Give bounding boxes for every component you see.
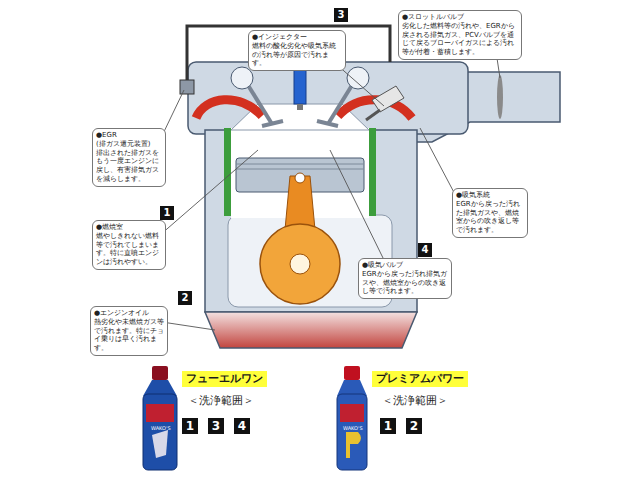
callout-text: 燃やしきれない燃料等で汚れてしまいます。特に直噴エンジンは汚れやすい。 (96, 232, 162, 267)
valve-stem (246, 82, 272, 124)
callout-heading: ●インジェクター (252, 33, 342, 42)
leader-line (160, 150, 258, 235)
bottle-body (143, 394, 177, 470)
cylinder-head (188, 62, 468, 134)
camshaft (347, 67, 369, 89)
product-name: プレミアムパワー (372, 371, 468, 387)
bottle-logo (346, 432, 361, 458)
crankshaft (260, 224, 340, 304)
callout-heading: ●エンジンオイル (94, 309, 164, 318)
callout-number: 1 (160, 206, 174, 220)
callout-box: ●EGR(排ガス還元装置)排出された排ガスをもう一度エンジンに戻し、有害排気ガス… (92, 128, 166, 187)
callout-text: (排ガス還元装置) (96, 140, 162, 149)
product-bottle (143, 366, 367, 470)
piston-ring (236, 164, 364, 165)
callout-box: ●吸気バルブEGRから戻った汚れ排気ガスや、燃焼室からの吹き返し等で汚れます。 (358, 258, 452, 299)
bottle-label (146, 404, 174, 422)
oil-pan (205, 312, 417, 348)
valve-stem (328, 82, 354, 124)
callout-number: 4 (234, 418, 250, 434)
callout-box: ●スロットルバルブ劣化した燃料等の汚れや、EGRから戻される排気ガス、PCVバル… (398, 10, 522, 60)
cylinder-liner (224, 128, 231, 216)
range-label: ＜洗浄範囲＞ (188, 394, 254, 407)
callout-text: EGRから戻った汚れ排気ガスや、燃焼室からの吹き返し等で汚れます。 (362, 270, 448, 296)
callout-number: 3 (208, 418, 224, 434)
callout-text: EGRから戻った汚れた排気ガスや、燃焼室からの吹き返し等で汚れます。 (456, 200, 524, 235)
cylinder-liner (369, 128, 376, 216)
bottle-cap (152, 366, 168, 380)
callout-heading: ●吸気バルブ (362, 261, 448, 270)
callout-text: 劣化した燃料等の汚れや、EGRから戻される排気ガス、PCVバルブを通じて戻るブロ… (402, 22, 518, 57)
brand-label: WAKO'S (343, 426, 363, 431)
callout-number: 1 (182, 418, 198, 434)
throttle-valve (497, 75, 503, 119)
bottle-logo (152, 430, 168, 458)
piston-pin (295, 173, 305, 183)
brand-label: WAKO'S (151, 426, 171, 431)
leader-line (162, 322, 215, 330)
bottle-cap (344, 366, 360, 380)
callout-box: ●エンジンオイル熱劣化や未燃焼ガス等で汚れます。特にチョイ乗りは早く汚れます。 (90, 306, 168, 356)
callout-number: 1 (380, 418, 396, 434)
range-label: ＜洗浄範囲＞ (382, 394, 448, 407)
callout-heading: フューエルワン (186, 372, 263, 386)
injector-nozzle (366, 110, 380, 120)
leader-line (420, 128, 458, 200)
callout-number: 2 (406, 418, 422, 434)
callout-number: 2 (178, 291, 192, 305)
engine-illustration (180, 26, 560, 348)
egr-pipe (187, 26, 390, 80)
crank-journal (290, 254, 310, 274)
callout-box: ●燃焼室燃やしきれない燃料等で汚れてしまいます。特に直噴エンジンは汚れやすい。 (92, 220, 166, 270)
callout-text: 排出された排ガスをもう一度エンジンに戻し、有害排気ガスを減らします。 (96, 149, 162, 184)
callout-text: 熱劣化や未燃焼ガス等で汚れます。特にチョイ乗りは早く汚れます。 (94, 318, 164, 353)
bottle-body (337, 394, 367, 470)
injector (372, 86, 404, 112)
product-name: フューエルワン (182, 371, 267, 387)
callout-heading: ●燃焼室 (96, 223, 162, 232)
callout-heading: ●吸気系統 (456, 191, 524, 200)
callout-box: ●インジェクター燃料の酸化劣化や吸気系統の汚れ等が原因で汚れます。 (248, 30, 346, 71)
callout-heading: ●EGR (96, 131, 162, 140)
exhaust-port (196, 100, 262, 118)
leader-line (160, 45, 500, 330)
leader-line (330, 150, 385, 262)
callout-number: 3 (334, 8, 348, 22)
spark-plug-tip (297, 104, 303, 110)
piston-ring (236, 169, 364, 170)
camshaft (231, 67, 253, 89)
valve-head (262, 121, 283, 126)
callout-number: 4 (418, 243, 432, 257)
egr-valve (180, 80, 194, 94)
callout-heading: ●スロットルバルブ (402, 13, 518, 22)
bottle-label (340, 404, 364, 422)
callout-box: ●吸気系統EGRから戻った汚れた排気ガスや、燃焼室からの吹き返し等で汚れます。 (452, 188, 528, 238)
valve-head (317, 121, 338, 126)
callout-text: 燃料の酸化劣化や吸気系統の汚れ等が原因で汚れます。 (252, 42, 342, 68)
callout-heading: プレミアムパワー (376, 372, 464, 386)
